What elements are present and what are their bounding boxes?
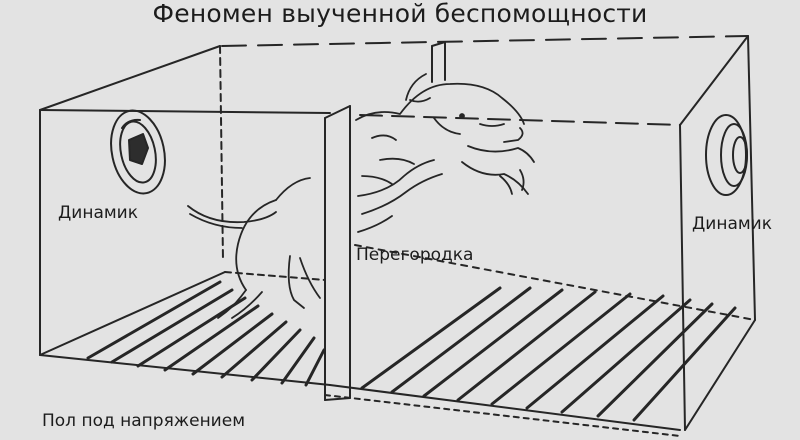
right-speaker-label: Динамик bbox=[692, 214, 773, 234]
dog-illustration bbox=[187, 73, 535, 319]
partition-label: Перегородка bbox=[356, 245, 474, 265]
left-speaker-label: Динамик bbox=[58, 203, 139, 223]
floor-label: Пол под напряжением bbox=[42, 411, 246, 431]
box-frame bbox=[39, 35, 756, 437]
partition-wall bbox=[324, 41, 446, 401]
left-speaker bbox=[110, 109, 166, 195]
right-speaker bbox=[705, 114, 748, 196]
left-floor-grid bbox=[86, 280, 326, 387]
right-floor-grid bbox=[360, 286, 737, 422]
page-title: Феномен выученной беспомощности bbox=[152, 0, 648, 28]
